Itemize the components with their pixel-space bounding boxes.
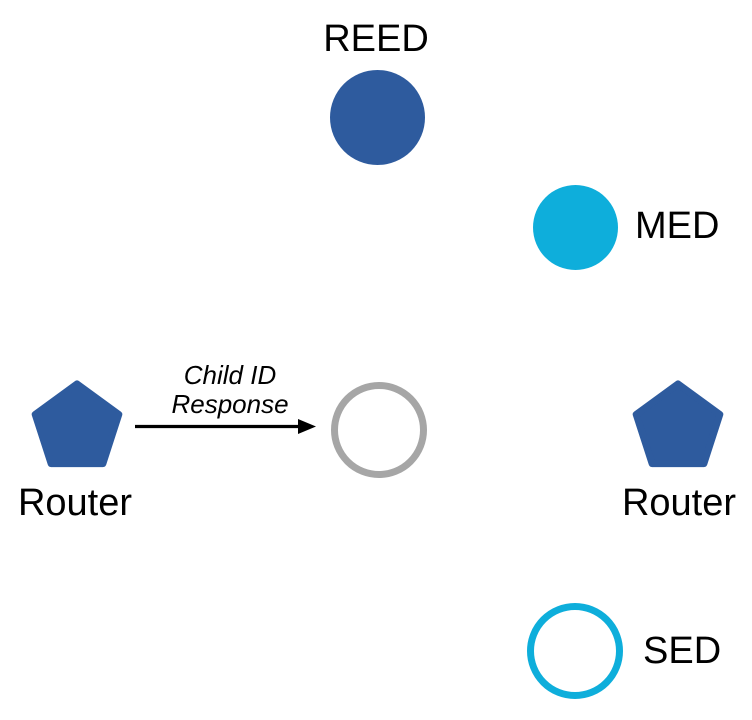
child-id-response-arrow-icon — [135, 419, 316, 434]
arrow-label-line1: Child ID — [183, 360, 277, 390]
router-left-pentagon-icon — [31, 380, 123, 468]
router-right-pentagon-icon — [632, 380, 724, 468]
joining-device-node-circle-icon — [331, 382, 427, 478]
sed-node-circle-icon — [527, 603, 623, 699]
reed-node-circle-icon — [330, 70, 425, 165]
sed-node-label: SED — [643, 630, 722, 672]
router-left-label: Router — [17, 482, 133, 524]
router-right-label: Router — [621, 482, 737, 524]
arrow-label: Child ID Response — [171, 361, 288, 419]
arrow-label-line2: Response — [171, 389, 289, 419]
reed-node-label: REED — [323, 18, 429, 60]
med-node-label: MED — [635, 205, 720, 247]
med-node-circle-icon — [533, 185, 618, 270]
